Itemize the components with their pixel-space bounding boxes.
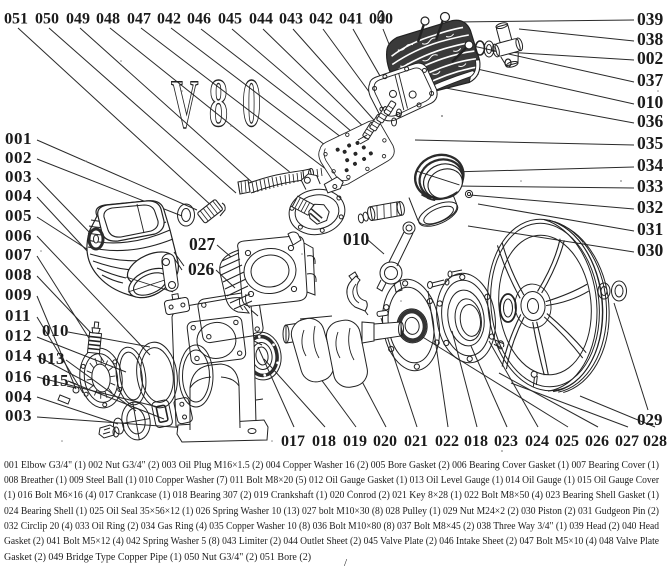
svg-text:032: 032 <box>637 197 663 217</box>
svg-text:034: 034 <box>637 155 664 175</box>
svg-text:002: 002 <box>5 148 32 167</box>
svg-text:010: 010 <box>637 92 664 112</box>
svg-text:026: 026 <box>188 259 215 279</box>
svg-text:051: 051 <box>4 11 28 28</box>
svg-text:018: 018 <box>312 433 336 450</box>
svg-text:043: 043 <box>279 11 303 28</box>
svg-text:020: 020 <box>373 433 397 450</box>
svg-text:(1) 016 Bolt M6×16 (4) 017 Cra: (1) 016 Bolt M6×16 (4) 017 Crankcase (1)… <box>4 490 659 501</box>
svg-text:018: 018 <box>464 433 488 450</box>
svg-text:031: 031 <box>637 219 663 239</box>
svg-text:042: 042 <box>309 11 333 28</box>
svg-text:032 Circlip 20 (4) 033 Oil Rin: 032 Circlip 20 (4) 033 Oil Ring (2) 034 … <box>4 521 659 532</box>
svg-text:014: 014 <box>5 346 32 365</box>
svg-text:050: 050 <box>35 11 59 28</box>
svg-text:Gasket (2) 041 Bolt M5×12 (4): Gasket (2) 041 Bolt M5×12 (4) 042 Spring… <box>4 536 660 547</box>
svg-text:022: 022 <box>435 433 459 450</box>
svg-text:047: 047 <box>127 11 151 28</box>
svg-text:033: 033 <box>637 176 664 196</box>
svg-text:017: 017 <box>281 433 305 450</box>
svg-text:019: 019 <box>343 433 367 450</box>
svg-text:V: V <box>171 66 198 143</box>
svg-text:Gasket (2) 049 Bridge Type Cop: Gasket (2) 049 Bridge Type Copper Pipe (… <box>4 552 311 563</box>
svg-text:/: / <box>344 557 348 568</box>
svg-text:025: 025 <box>555 433 579 450</box>
svg-text:001: 001 <box>5 129 32 148</box>
svg-text:027: 027 <box>615 433 639 450</box>
svg-text:023: 023 <box>494 433 518 450</box>
svg-text:046: 046 <box>187 11 211 28</box>
svg-text:011: 011 <box>5 306 31 325</box>
svg-text:007: 007 <box>5 245 32 264</box>
svg-text:004: 004 <box>5 387 32 406</box>
svg-text:040: 040 <box>369 11 393 28</box>
svg-text:048: 048 <box>96 11 120 28</box>
svg-text:004: 004 <box>5 186 32 205</box>
svg-text:036: 036 <box>637 111 664 131</box>
svg-text:042: 042 <box>157 11 181 28</box>
svg-text:002: 002 <box>637 48 663 68</box>
svg-text:024 Bearing Shell (1) 025 Oil: 024 Bearing Shell (1) 025 Oil Seal 35×56… <box>4 506 659 517</box>
svg-text:010: 010 <box>42 321 69 340</box>
svg-text:003: 003 <box>5 167 32 186</box>
svg-text:049: 049 <box>66 11 90 28</box>
svg-text:008 Breather (1) 009 Steel Bal: 008 Breather (1) 009 Steel Ball (1) 010 … <box>4 475 660 486</box>
svg-text:028: 028 <box>643 433 667 450</box>
svg-text:0: 0 <box>242 65 261 142</box>
svg-text:035: 035 <box>637 133 664 153</box>
svg-text:006: 006 <box>5 226 32 245</box>
svg-text:015: 015 <box>42 371 69 390</box>
svg-text:038: 038 <box>637 29 664 49</box>
svg-text:8: 8 <box>209 65 228 142</box>
svg-text:010: 010 <box>343 229 370 249</box>
svg-text:026: 026 <box>585 433 609 450</box>
svg-text:030: 030 <box>637 240 664 260</box>
svg-text:029: 029 <box>637 410 663 429</box>
svg-text:016: 016 <box>5 367 32 386</box>
svg-text:009: 009 <box>5 285 32 304</box>
svg-text:003: 003 <box>5 406 32 425</box>
svg-text:039: 039 <box>637 9 664 29</box>
svg-text:008: 008 <box>5 265 32 284</box>
svg-text:021: 021 <box>404 433 428 450</box>
svg-text:037: 037 <box>637 70 664 90</box>
svg-text:013: 013 <box>38 349 65 368</box>
svg-text:005: 005 <box>5 206 32 225</box>
svg-text:044: 044 <box>249 11 273 28</box>
svg-text:024: 024 <box>525 433 549 450</box>
svg-text:041: 041 <box>339 11 363 28</box>
svg-text:001 Elbow G3/4" (1) 002 Nut G3: 001 Elbow G3/4" (1) 002 Nut G3/4" (2) 00… <box>4 460 659 471</box>
svg-text:045: 045 <box>218 11 242 28</box>
svg-text:027: 027 <box>189 234 216 254</box>
svg-text:012: 012 <box>5 326 32 345</box>
